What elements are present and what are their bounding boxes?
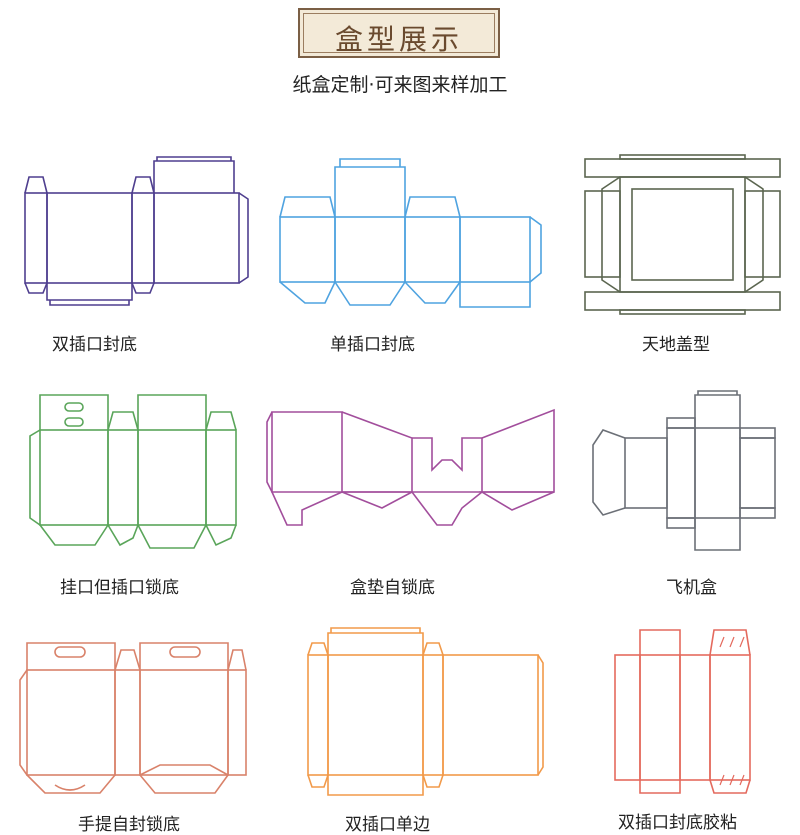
page-subtitle: 纸盒定制·可来图来样加工 [292, 74, 508, 96]
box-label-lid-base: 天地盖型 [642, 335, 710, 355]
box-diagram-lid-base [584, 154, 781, 315]
box-diagram-double-tuck [24, 156, 249, 306]
box-diagram-double-tuck-glue [614, 629, 751, 794]
box-label-double-tuck-glue: 双插口封底胶粘 [618, 813, 737, 833]
box-diagram-double-tuck-single [307, 627, 544, 796]
box-label-hang-tab: 挂口但插口锁底 [60, 578, 179, 598]
box-label-double-tuck: 双插口封底 [52, 335, 137, 355]
box-diagram-mailer [592, 390, 776, 551]
box-diagram-hang-tab [29, 394, 237, 549]
box-label-single-tuck: 单插口封底 [330, 335, 415, 355]
box-label-pad-lock: 盒垫自锁底 [350, 578, 435, 598]
box-label-handle-lock: 手提自封锁底 [78, 815, 180, 835]
box-diagram-pad-lock [266, 408, 555, 526]
box-label-double-tuck-single: 双插口单边 [345, 815, 430, 835]
page-title: 盒型展示 [334, 23, 463, 56]
title-plaque: 盒型展示 [298, 8, 500, 58]
box-label-mailer: 飞机盒 [666, 578, 717, 598]
box-diagram-single-tuck [279, 158, 542, 308]
box-diagram-handle-lock [19, 642, 247, 794]
